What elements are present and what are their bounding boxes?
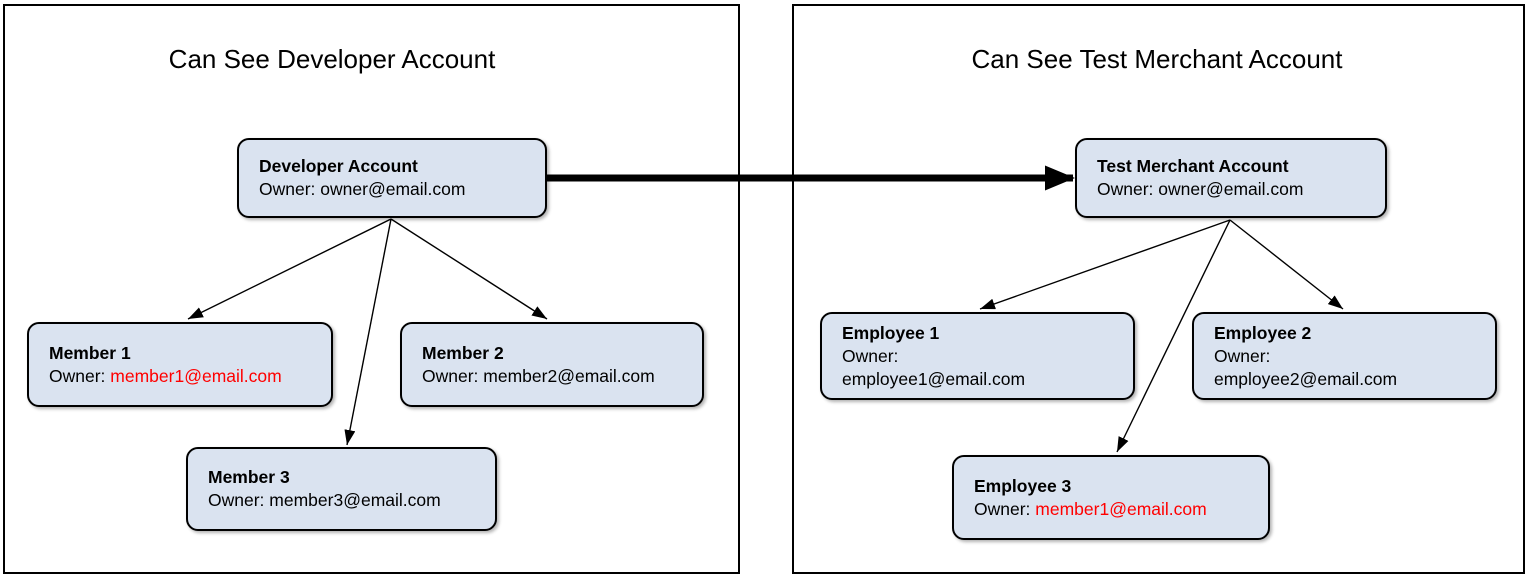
owner-label: Owner: bbox=[974, 498, 1036, 519]
node-owner-line: Owner: employee1@email.com bbox=[842, 345, 1125, 391]
merchant-panel-title: Can See Test Merchant Account bbox=[971, 44, 1343, 74]
node-title: Employee 1 bbox=[842, 322, 940, 343]
node-member-2: Member 2 Owner: member2@email.com bbox=[400, 322, 704, 407]
node-developer-account: Developer Account Owner: owner@email.com bbox=[237, 138, 547, 218]
owner-email: member2@email.com bbox=[483, 365, 655, 386]
owner-email: employee2@email.com bbox=[1214, 368, 1398, 389]
node-title: Employee 3 bbox=[974, 475, 1072, 496]
node-member-3: Member 3 Owner: member3@email.com bbox=[186, 447, 497, 531]
node-owner-line: Owner: member3@email.com bbox=[208, 489, 487, 512]
node-owner-line: Owner: member1@email.com bbox=[974, 498, 1260, 521]
node-test-merchant-account: Test Merchant Account Owner: owner@email… bbox=[1075, 138, 1387, 218]
owner-label: Owner: bbox=[208, 490, 270, 510]
node-member-1: Member 1 Owner: member1@email.com bbox=[27, 322, 333, 407]
node-owner-line: Owner: owner@email.com bbox=[1097, 178, 1377, 201]
developer-panel-title: Can See Developer Account bbox=[168, 44, 496, 74]
owner-email: member1@email.com bbox=[1035, 498, 1207, 519]
node-owner-line: Owner: member2@email.com bbox=[422, 365, 694, 388]
node-title: Test Merchant Account bbox=[1097, 156, 1289, 176]
owner-label: Owner: bbox=[49, 365, 111, 386]
owner-email: owner@email.com bbox=[320, 179, 466, 199]
owner-email: member1@email.com bbox=[110, 365, 282, 386]
node-title: Member 3 bbox=[208, 467, 290, 487]
node-title: Member 1 bbox=[49, 342, 131, 363]
owner-label: Owner: bbox=[422, 365, 484, 386]
node-title: Developer Account bbox=[259, 156, 418, 176]
node-owner-line: Owner: member1@email.com bbox=[49, 365, 323, 388]
node-employee-1: Employee 1 Owner: employee1@email.com bbox=[820, 312, 1135, 400]
owner-email: owner@email.com bbox=[1158, 179, 1304, 199]
node-owner-line: Owner: owner@email.com bbox=[259, 178, 537, 201]
owner-email: employee1@email.com bbox=[842, 368, 1026, 389]
owner-label: Owner: bbox=[259, 179, 321, 199]
owner-label: Owner: bbox=[1097, 179, 1159, 199]
node-title: Employee 2 bbox=[1214, 322, 1312, 343]
node-employee-3: Employee 3 Owner: member1@email.com bbox=[952, 455, 1270, 540]
node-employee-2: Employee 2 Owner: employee2@email.com bbox=[1192, 312, 1497, 400]
node-title: Member 2 bbox=[422, 342, 504, 363]
node-owner-line: Owner: employee2@email.com bbox=[1214, 345, 1487, 391]
owner-label: Owner: bbox=[1214, 345, 1271, 366]
owner-label: Owner: bbox=[842, 345, 899, 366]
owner-email: member3@email.com bbox=[269, 490, 441, 510]
